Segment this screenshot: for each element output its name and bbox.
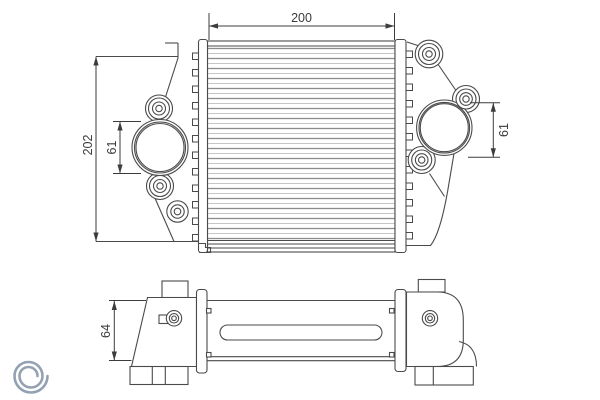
bolt — [455, 88, 477, 110]
plate-clip — [388, 307, 395, 314]
dimension-overall-height: 202 — [81, 56, 99, 242]
plate-clip — [205, 307, 212, 314]
dimension-side-height: 64 — [99, 300, 146, 361]
right-plate-profile — [394, 288, 407, 373]
left-header-plate — [197, 38, 209, 254]
right-header-plate — [394, 38, 407, 254]
dim-label-200: 200 — [291, 11, 312, 25]
tank-bottom-bolt — [166, 200, 189, 223]
dimension-core-width: 200 — [208, 11, 395, 40]
bolt — [148, 174, 172, 198]
left-tank-profile — [130, 296, 198, 368]
right-tank-profile — [405, 291, 464, 368]
core-profile — [207, 299, 395, 362]
right-pipe-stub — [417, 278, 446, 293]
right-mounting-foot — [414, 365, 474, 386]
dim-label-64: 64 — [99, 324, 113, 338]
dimension-right-port: 61 — [468, 102, 511, 158]
side-view: 64 — [99, 278, 478, 386]
right-bracket — [458, 340, 478, 367]
left-serrated-edge — [192, 52, 199, 242]
dimension-left-port: 61 — [105, 121, 141, 174]
right-port-flange — [407, 84, 481, 175]
left-plate-profile — [195, 288, 208, 374]
tank-top-bolt — [414, 39, 444, 69]
left-pipe-stub — [161, 280, 189, 299]
left-port-flange — [131, 94, 189, 201]
bolt — [411, 149, 433, 171]
right-tank — [406, 39, 481, 247]
dim-label-61-left: 61 — [105, 141, 119, 155]
right-tank-bolt — [421, 310, 439, 327]
right-serrated-edge — [406, 48, 413, 246]
left-mounting-foot — [129, 365, 189, 386]
bottom-hook — [199, 242, 212, 254]
left-tank-bolt — [165, 310, 183, 327]
plate-clip — [388, 351, 395, 358]
front-view: 200 202 61 61 — [81, 11, 511, 254]
dim-label-202: 202 — [81, 135, 95, 156]
swirl-logo — [13, 360, 49, 394]
left-tank — [96, 42, 212, 254]
dim-label-61-right: 61 — [497, 123, 511, 137]
core-fins — [208, 46, 395, 240]
core-slot — [219, 324, 383, 341]
core — [206, 40, 396, 253]
plate-clip — [205, 351, 212, 358]
bolt — [147, 97, 171, 120]
